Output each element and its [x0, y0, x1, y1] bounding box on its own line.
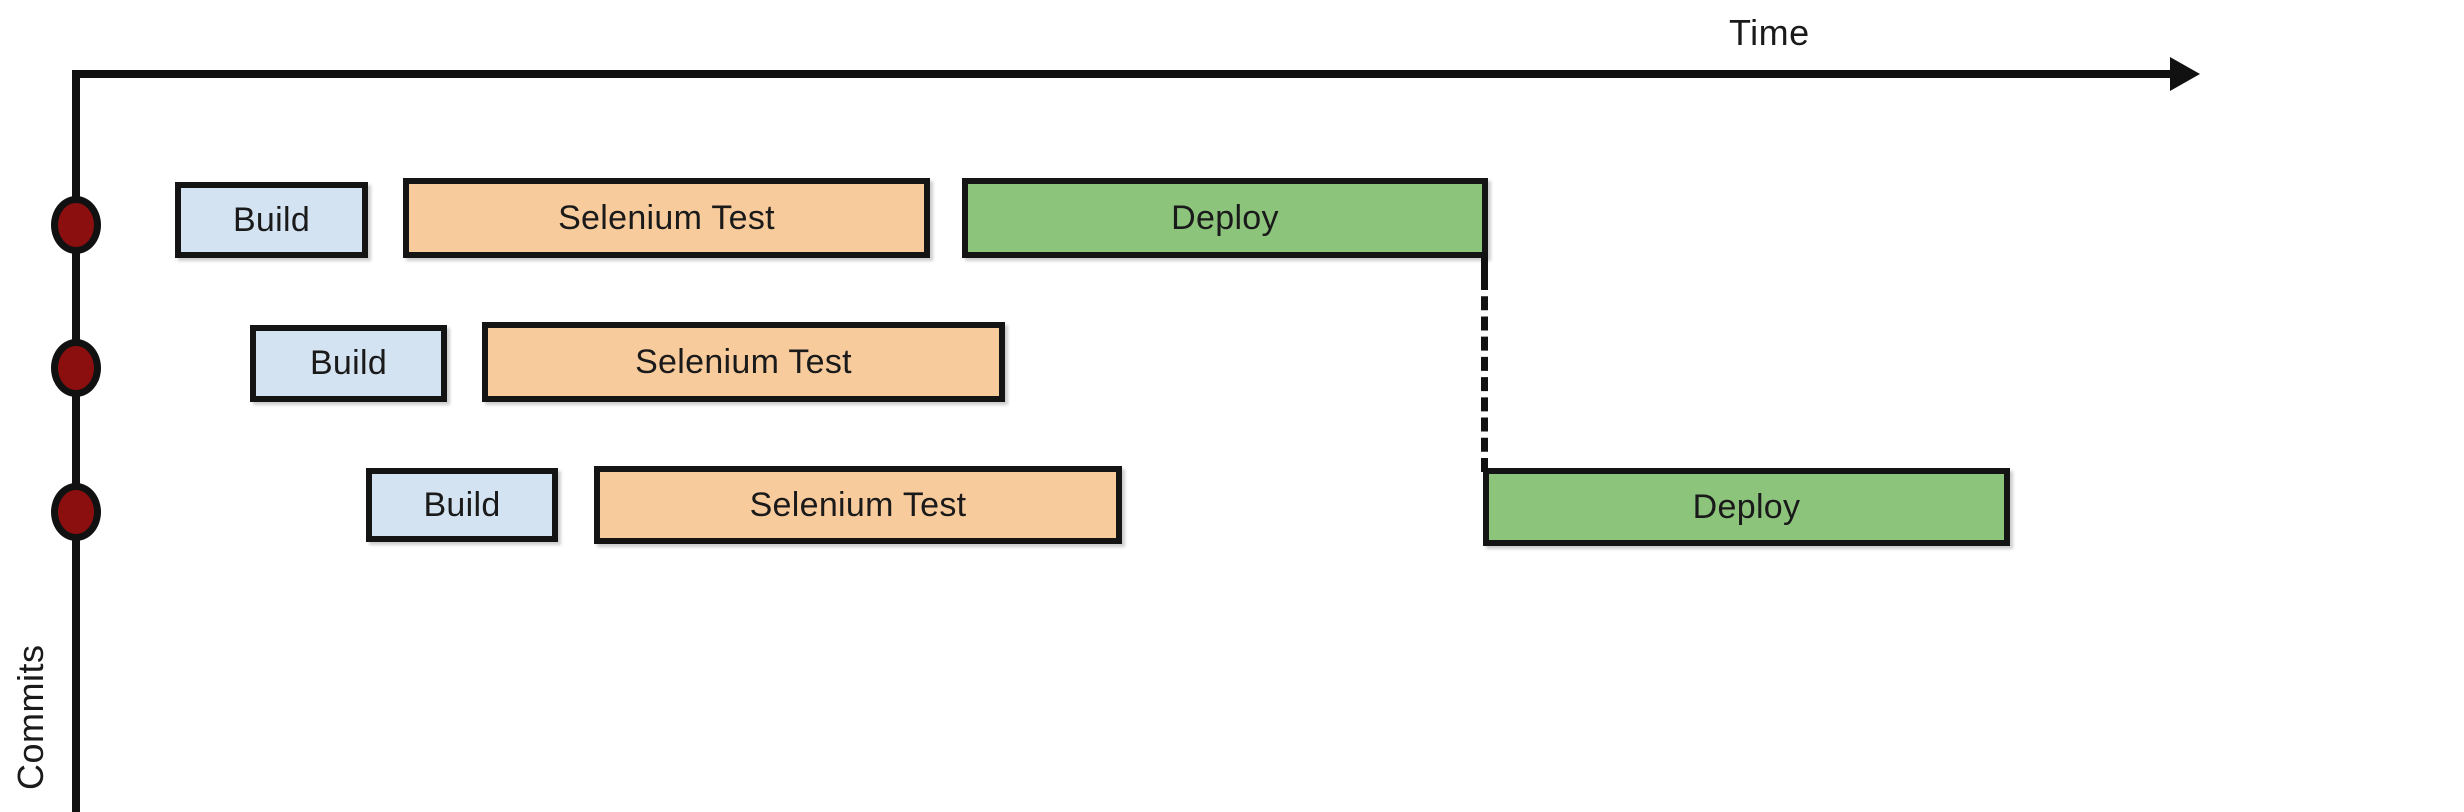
stage-build-row-3[interactable]: Build [366, 468, 558, 542]
stage-label: Deploy [1171, 198, 1279, 237]
stage-label: Selenium Test [749, 485, 967, 524]
dependency-link-dashed [1481, 276, 1488, 472]
commits-axis-line [72, 70, 80, 812]
stage-selenium-test-row-3[interactable]: Selenium Test [594, 466, 1122, 544]
stage-deploy-row-1[interactable]: Deploy [962, 178, 1488, 258]
stage-label: Build [232, 200, 311, 239]
time-axis-line [72, 70, 2172, 78]
commit-dot-3[interactable] [51, 483, 101, 541]
stage-label: Build [309, 344, 388, 382]
stage-label: Build [423, 485, 501, 524]
stage-label: Selenium Test [558, 198, 775, 237]
commit-dot-2[interactable] [51, 339, 101, 397]
stage-label: Selenium Test [635, 342, 852, 381]
time-axis-label: Time [1729, 12, 1810, 53]
stage-deploy-row-3[interactable]: Deploy [1483, 468, 2010, 546]
commit-dot-1[interactable] [51, 196, 101, 254]
stage-build-row-1[interactable]: Build [175, 182, 368, 258]
stage-selenium-test-row-2[interactable]: Selenium Test [482, 322, 1005, 402]
commits-axis-label: Commits [10, 644, 51, 791]
stage-selenium-test-row-1[interactable]: Selenium Test [403, 178, 930, 258]
stage-build-row-2[interactable]: Build [250, 325, 447, 402]
time-arrow-icon [2170, 57, 2200, 91]
dependency-link-stub [1481, 252, 1488, 280]
stage-label: Deploy [1692, 487, 1801, 526]
